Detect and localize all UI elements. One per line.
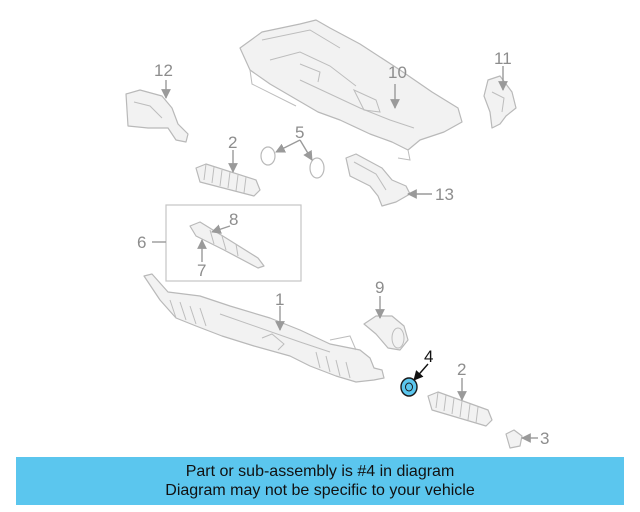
crossmember-part [239,19,463,161]
callout-9[interactable]: 9 [375,278,384,297]
info-banner: Part or sub-assembly is #4 in diagram Di… [16,457,624,505]
callout-6[interactable]: 6 [137,233,146,252]
callouts: 10 11 12 2 5 13 8 6 7 1 9 2 3 4 [137,49,549,448]
callout-1[interactable]: 1 [275,290,284,309]
callout-2-lower[interactable]: 2 [457,360,466,379]
o-ring-pair-part-5 [260,146,325,179]
callout-10[interactable]: 10 [388,63,407,82]
callout-4-highlighted[interactable]: 4 [424,347,433,366]
steering-rack-part-1 [143,273,385,383]
callout-5[interactable]: 5 [295,123,304,142]
bracket-part-11 [483,75,517,129]
clamp-part-3 [505,429,523,449]
boot-part-2-lower [427,391,493,427]
plate-part-13 [345,153,411,207]
callout-8[interactable]: 8 [229,210,238,229]
leader-lines [152,66,538,443]
callout-3[interactable]: 3 [540,429,549,448]
callout-13[interactable]: 13 [435,185,454,204]
callout-11[interactable]: 11 [494,49,512,68]
callout-7[interactable]: 7 [197,261,206,280]
banner-line-1: Part or sub-assembly is #4 in diagram [185,463,455,480]
highlighted-part-4 [400,377,418,397]
bracket-part-12 [125,89,189,143]
boot-part-2-upper [195,163,261,197]
callout-2-upper[interactable]: 2 [228,133,237,152]
boot-part-9 [363,315,409,351]
callout-12[interactable]: 12 [154,61,173,80]
banner-line-2: Diagram may not be specific to your vehi… [165,482,475,499]
